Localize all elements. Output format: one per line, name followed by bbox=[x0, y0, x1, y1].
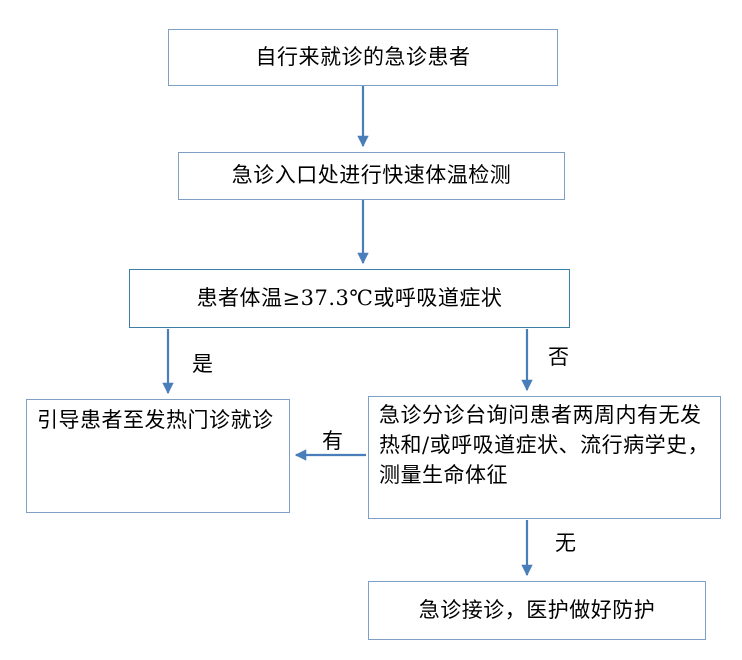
node-emergency-intake-protection[interactable]: 急诊接诊，医护做好防护 bbox=[368, 581, 706, 640]
node-self-presenting-patient[interactable]: 自行来就诊的急诊患者 bbox=[168, 29, 558, 86]
node-entrance-temperature-screening[interactable]: 急诊入口处进行快速体温检测 bbox=[178, 152, 565, 200]
node-guide-to-fever-clinic[interactable]: 引导患者至发热门诊就诊 bbox=[26, 399, 290, 513]
edge-label-no-history: 无 bbox=[555, 531, 576, 555]
edge-label-no-fever: 否 bbox=[548, 345, 569, 369]
node-triage-desk-inquiry[interactable]: 急诊分诊台询问患者两周内有无发热和/或呼吸道症状、流行病学史，测量生命体征 bbox=[368, 396, 721, 519]
edge-label-yes-fever: 是 bbox=[192, 352, 213, 376]
edge-label-has-history: 有 bbox=[322, 429, 343, 453]
node-temperature-criteria-decision[interactable]: 患者体温≥37.3℃或呼吸道症状 bbox=[129, 269, 570, 328]
